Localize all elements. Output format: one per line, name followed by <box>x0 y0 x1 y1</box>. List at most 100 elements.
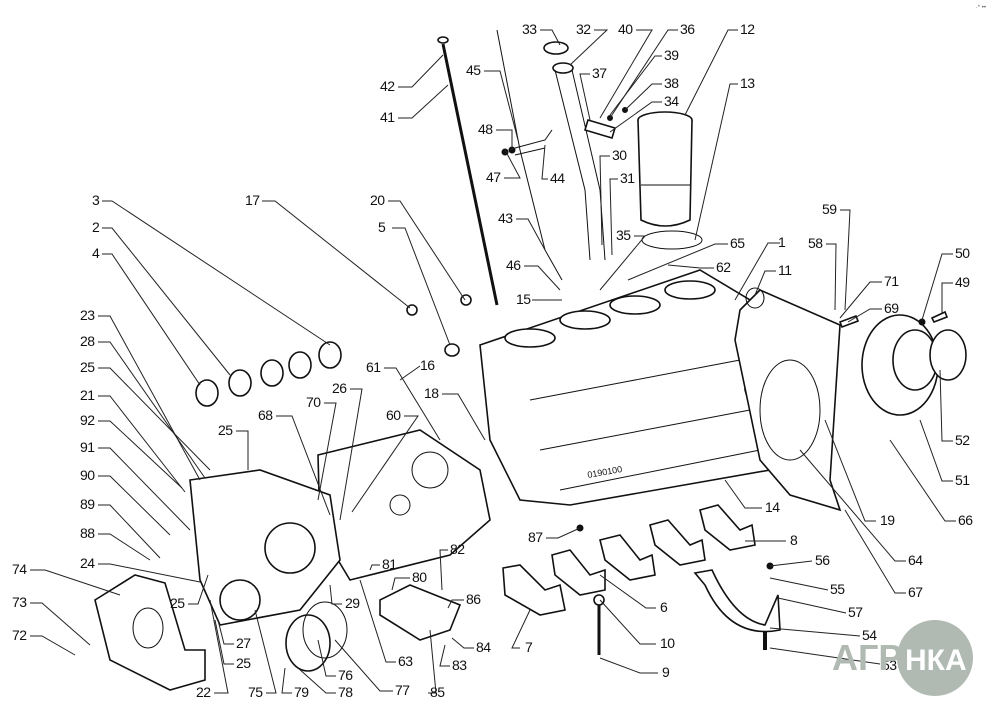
callout-label: 14 <box>765 499 780 515</box>
leader-line <box>102 227 231 376</box>
callout-c84: 84 <box>451 637 492 655</box>
front-gaskets <box>317 429 491 581</box>
callout-label: 25 <box>236 655 251 671</box>
callout-c40: 40 <box>599 21 653 119</box>
timing-case <box>189 469 341 626</box>
callout-label: 77 <box>395 682 410 698</box>
callout-c39: 39 <box>609 47 680 116</box>
callout-c17: 17 <box>245 192 411 309</box>
callout-c85: 85 <box>428 629 446 700</box>
callout-c80: 80 <box>391 569 428 591</box>
callout-label: 65 <box>730 235 745 251</box>
callout-label: 90 <box>80 467 95 483</box>
callout-label: 56 <box>815 552 830 568</box>
leader-line <box>98 395 186 493</box>
leader-line <box>98 533 151 561</box>
callout-c54: 54 <box>769 627 878 643</box>
callout-label: 25 <box>80 359 95 375</box>
leader-line <box>889 439 956 522</box>
leader-line <box>297 667 336 694</box>
callout-label: 79 <box>294 684 309 700</box>
leader-line <box>484 70 519 141</box>
callout-label: 35 <box>616 227 631 243</box>
leader-line <box>599 29 653 119</box>
callout-label: 84 <box>476 639 491 655</box>
callout-c2: 2 <box>92 219 231 376</box>
callout-c4: 4 <box>92 245 201 386</box>
leader-line <box>524 265 561 291</box>
callout-label: 51 <box>955 472 970 488</box>
callout-c66: 66 <box>889 439 974 528</box>
leader-line <box>599 235 647 291</box>
callout-label: 21 <box>80 387 95 403</box>
callout-c82: 82 <box>439 541 466 591</box>
leader-line <box>236 430 249 470</box>
callout-c21: 21 <box>80 387 186 493</box>
callout-c9: 9 <box>599 657 671 680</box>
callout-c8: 8 <box>745 532 799 548</box>
leader-line <box>30 602 91 646</box>
callout-c16: 16 <box>399 357 436 381</box>
callout-label: 25 <box>170 595 185 611</box>
callout-label: 39 <box>664 47 679 63</box>
callout-c50: 50 <box>921 245 971 321</box>
callout-c30: 30 <box>599 147 628 246</box>
callout-label: 10 <box>660 635 675 651</box>
callout-c70: 70 <box>306 394 337 501</box>
callout-c7: 7 <box>511 609 534 655</box>
leader-line <box>599 155 610 246</box>
callout-c33: 33 <box>522 21 561 46</box>
callout-c25d: 25 <box>214 619 252 671</box>
callout-c31: 31 <box>609 170 636 256</box>
o-ring <box>641 230 703 250</box>
leader-line <box>439 549 448 591</box>
leader-line <box>939 369 953 442</box>
callout-label: 66 <box>958 512 973 528</box>
callout-layer: 1234567891011121314151617181920212223242… <box>12 21 974 700</box>
callout-label: 8 <box>790 532 798 548</box>
leader-line <box>388 200 466 301</box>
callout-c62: 62 <box>667 259 732 275</box>
callout-c43: 43 <box>498 210 546 251</box>
leader-line <box>398 54 444 88</box>
leader-line <box>399 365 421 381</box>
callout-c89: 89 <box>80 496 161 559</box>
cylinder-liner <box>637 111 693 227</box>
callout-label: 50 <box>955 245 970 261</box>
callout-c20: 20 <box>370 192 466 301</box>
leader-line <box>941 282 953 313</box>
leader-line <box>540 29 561 46</box>
front-cover-plate <box>94 574 206 691</box>
callout-label: 82 <box>450 541 465 557</box>
leader-line <box>599 599 656 645</box>
leader-line <box>317 639 336 677</box>
callout-c52: 52 <box>939 369 971 448</box>
callout-label: 69 <box>884 300 899 316</box>
leader-line <box>98 447 191 531</box>
callout-c81: 81 <box>369 556 398 572</box>
leader-line <box>281 667 292 694</box>
callout-label: 43 <box>498 210 513 226</box>
callout-c48: 48 <box>478 121 513 150</box>
callout-c78: 78 <box>297 667 354 700</box>
callout-c58: 58 <box>808 235 837 311</box>
callout-c64: 64 <box>799 449 924 568</box>
leader-line <box>98 315 201 481</box>
callout-label: 22 <box>196 684 211 700</box>
callout-label: 73 <box>12 594 27 610</box>
callout-c68: 68 <box>258 407 331 516</box>
leader-line <box>769 647 881 665</box>
callout-label: 92 <box>80 412 95 428</box>
oil-filler-tube <box>543 41 606 261</box>
callout-c72: 72 <box>12 627 76 656</box>
callout-label: 32 <box>576 21 591 37</box>
callout-c14: 14 <box>724 479 781 515</box>
callout-label: 60 <box>386 407 401 423</box>
callout-label: 25 <box>218 422 233 438</box>
callout-label: 45 <box>466 62 481 78</box>
leader-line <box>921 253 953 321</box>
bracket <box>501 129 553 156</box>
callout-label: 58 <box>808 235 823 251</box>
callout-label: 88 <box>80 525 95 541</box>
callout-label: 62 <box>716 259 731 275</box>
